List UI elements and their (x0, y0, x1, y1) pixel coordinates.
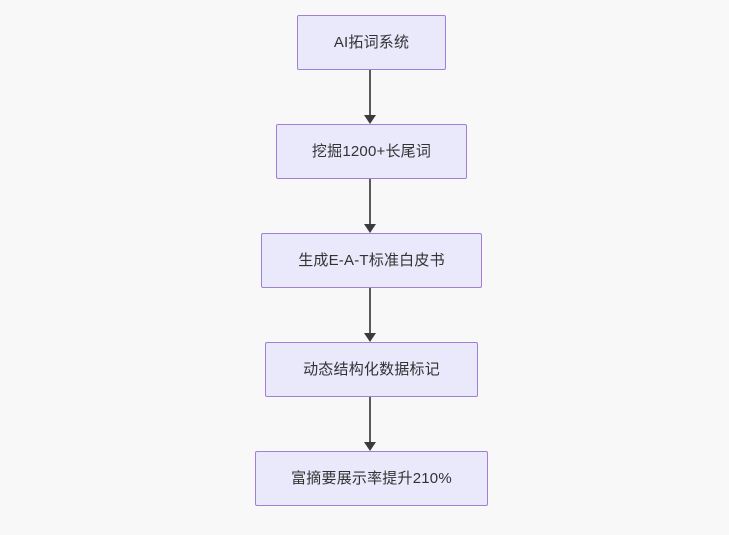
arrowhead-icon (364, 333, 376, 342)
edge-line (369, 179, 371, 225)
edge-line (369, 288, 371, 334)
flow-node-label: 动态结构化数据标记 (303, 361, 440, 378)
edge-line (369, 397, 371, 443)
flow-node-n2[interactable]: 挖掘1200+长尾词 (276, 124, 467, 179)
flow-node-n1[interactable]: AI拓词系统 (297, 15, 446, 70)
arrowhead-icon (364, 224, 376, 233)
flow-edge-n4-to-n5 (361, 397, 379, 451)
flow-node-n4[interactable]: 动态结构化数据标记 (265, 342, 478, 397)
flow-node-label: 挖掘1200+长尾词 (311, 143, 432, 160)
flow-node-label: 富摘要展示率提升210% (291, 470, 452, 487)
flow-edge-n1-to-n2 (361, 70, 379, 124)
flow-node-label: 生成E-A-T标准白皮书 (298, 252, 445, 269)
flow-node-n3[interactable]: 生成E-A-T标准白皮书 (261, 233, 482, 288)
edge-line (369, 70, 371, 116)
arrowhead-icon (364, 442, 376, 451)
flow-edge-n2-to-n3 (361, 179, 379, 233)
flow-edge-n3-to-n4 (361, 288, 379, 342)
flow-node-n5[interactable]: 富摘要展示率提升210% (255, 451, 488, 506)
flow-node-label: AI拓词系统 (333, 34, 410, 51)
arrowhead-icon (364, 115, 376, 124)
